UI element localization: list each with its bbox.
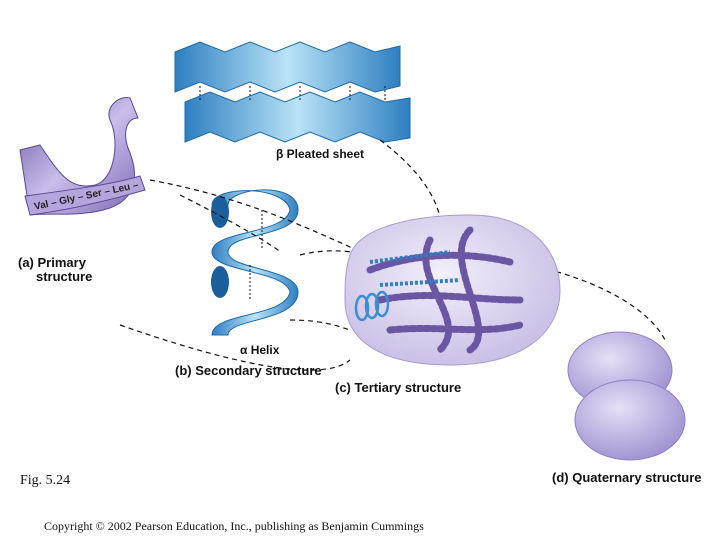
quaternary-structure: [567, 331, 686, 461]
copyright-notice: Copyright © 2002 Pearson Education, Inc.…: [44, 519, 424, 533]
alpha-helix: [211, 189, 299, 336]
quaternary-structure-label: (d) Quaternary structure: [552, 470, 702, 485]
residue-label: Val: [33, 198, 50, 213]
beta-sheet: [174, 41, 411, 143]
residue-label: Ser: [84, 187, 103, 202]
residue-label: Leu: [111, 181, 132, 197]
figure-number: Fig. 5.24: [20, 473, 71, 488]
tertiary-structure: [344, 214, 561, 366]
primary-label-line1: (a) Primary: [18, 255, 86, 270]
tertiary-structure-label: (c) Tertiary structure: [335, 380, 462, 395]
beta-strand-bottom: [184, 91, 411, 143]
primary-structure-label: (a) Primary structure: [18, 256, 92, 284]
alpha-helix-label: α Helix: [240, 343, 280, 357]
residue-label: Gly: [58, 193, 77, 208]
primary-ribbon: [19, 97, 146, 216]
beta-sheet-label: β Pleated sheet: [276, 147, 365, 161]
primary-label-line2: structure: [36, 269, 93, 284]
beta-strand-top: [174, 41, 401, 93]
secondary-structure-label: (b) Secondary structure: [175, 363, 322, 378]
residue-separator: –: [103, 185, 112, 198]
residue-separator: –: [50, 197, 58, 210]
residue-separator: –: [76, 191, 85, 204]
